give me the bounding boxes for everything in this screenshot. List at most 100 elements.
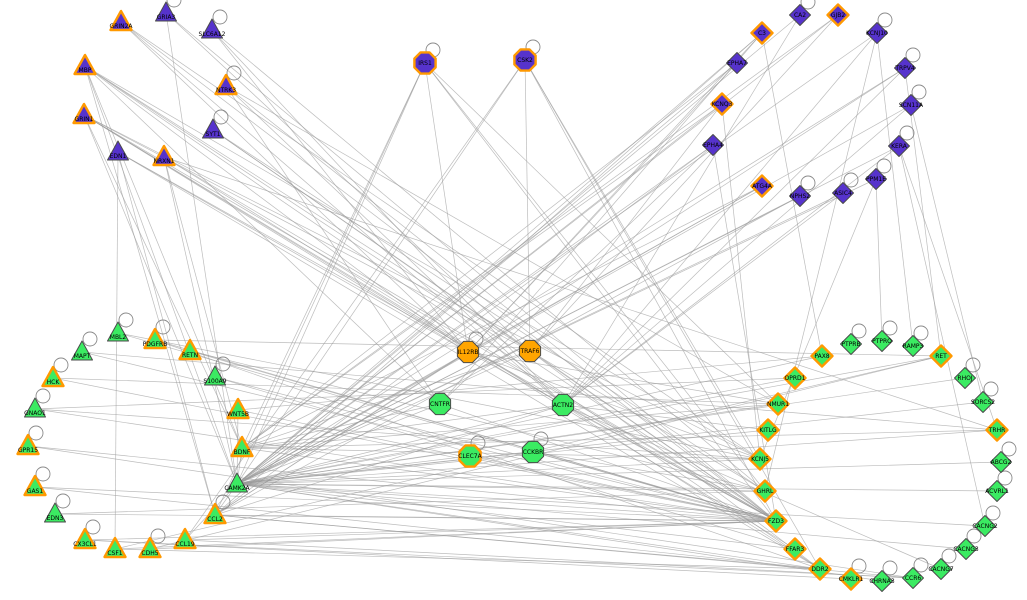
node-CCL2[interactable] xyxy=(203,502,227,525)
node-CSK2[interactable] xyxy=(513,48,537,72)
edge xyxy=(184,59,526,541)
node-CCKBR[interactable] xyxy=(521,440,545,464)
node-CCL19[interactable] xyxy=(173,527,197,550)
node-SCN11A[interactable] xyxy=(900,94,922,116)
node-KCNQ3[interactable] xyxy=(710,92,734,116)
node-CACNG7[interactable] xyxy=(930,558,952,580)
node-GAS1[interactable] xyxy=(23,474,47,497)
node-PPM1E[interactable] xyxy=(865,168,887,190)
node-PAX8[interactable] xyxy=(810,344,834,368)
node-KCNJ5[interactable] xyxy=(748,447,772,471)
node-GRIN2A[interactable] xyxy=(109,9,133,32)
diamond-shape-icon xyxy=(702,134,724,156)
node-IRS1[interactable] xyxy=(413,51,437,75)
node-KITLG[interactable] xyxy=(756,418,780,442)
edge xyxy=(83,114,761,460)
self-loop xyxy=(1001,441,1017,457)
node-IL12RB[interactable] xyxy=(456,340,480,364)
node-GHRL[interactable] xyxy=(753,479,777,503)
node-PTPRB[interactable] xyxy=(840,333,862,355)
edge xyxy=(241,404,564,449)
edge xyxy=(184,520,777,541)
node-GNAO1[interactable] xyxy=(24,397,46,418)
node-GRIA3[interactable] xyxy=(155,1,177,22)
node-KERA[interactable] xyxy=(888,135,910,157)
node-CA2[interactable] xyxy=(789,4,811,26)
node-EDN1[interactable] xyxy=(107,140,129,161)
node-GPR15[interactable] xyxy=(16,433,40,456)
node-CSF1[interactable] xyxy=(103,536,127,559)
edge xyxy=(562,404,821,570)
node-CACNG3[interactable] xyxy=(955,538,977,560)
node-NPHS2[interactable] xyxy=(789,185,811,207)
node-EPHA4[interactable] xyxy=(702,134,724,156)
edge xyxy=(34,408,761,460)
node-NRXN1[interactable] xyxy=(152,144,176,167)
edge xyxy=(211,29,564,406)
node-RAMP3[interactable] xyxy=(902,335,924,357)
node-DDR2[interactable] xyxy=(808,557,832,581)
node-KCNJ10[interactable] xyxy=(866,22,888,44)
diamond-shape-icon xyxy=(753,479,777,503)
edge xyxy=(84,65,761,460)
node-NTRK3[interactable] xyxy=(214,73,238,96)
node-RETN[interactable] xyxy=(178,338,202,361)
node-FZD3[interactable] xyxy=(764,509,788,533)
triangle-shape-icon xyxy=(203,502,227,525)
node-CHRNA3[interactable] xyxy=(871,570,893,592)
node-ASIC4[interactable] xyxy=(832,182,854,204)
node-label: PTPRB xyxy=(841,341,860,348)
node-TRAF6[interactable] xyxy=(518,339,542,363)
edge xyxy=(562,14,801,406)
node-PTPRO[interactable] xyxy=(871,330,893,352)
edge xyxy=(424,62,469,353)
diamond-shape-icon xyxy=(986,480,1008,502)
node-OPRD1[interactable] xyxy=(783,366,807,390)
node-ACTN2[interactable] xyxy=(551,393,575,417)
node-CNTFR[interactable] xyxy=(428,392,452,416)
node-NMUR1[interactable] xyxy=(766,392,790,416)
self-loop xyxy=(155,319,171,335)
node-MBL2[interactable] xyxy=(107,321,129,342)
node-ATG4A[interactable] xyxy=(750,174,774,198)
node-CAMK2A[interactable] xyxy=(226,472,248,493)
triangle-shape-icon xyxy=(155,1,177,22)
node-WNT5B[interactable] xyxy=(226,397,250,420)
edge xyxy=(236,483,986,527)
node-PDGFRB[interactable] xyxy=(143,327,167,350)
node-CMKLR1[interactable] xyxy=(839,567,863,591)
node-RHOJ[interactable] xyxy=(954,367,976,389)
diamond-shape-icon xyxy=(764,509,788,533)
node-ABCG2[interactable] xyxy=(990,451,1012,473)
node-HCK[interactable] xyxy=(41,365,65,388)
node-GRIN1[interactable] xyxy=(72,102,96,125)
node-CDH5[interactable] xyxy=(138,536,162,559)
node-SLC6A12[interactable] xyxy=(201,18,223,39)
node-CLEC7A[interactable] xyxy=(458,444,482,468)
self-loop xyxy=(913,325,929,341)
node-MAPT[interactable] xyxy=(71,340,93,361)
edge xyxy=(876,32,914,347)
node-S100A9[interactable] xyxy=(204,365,226,386)
node-CCR6[interactable] xyxy=(902,567,924,589)
node-C3[interactable] xyxy=(750,21,774,45)
node-MBP[interactable] xyxy=(73,53,97,76)
node-TRPV4[interactable] xyxy=(894,57,916,79)
edge xyxy=(236,461,1002,485)
node-GJB2[interactable] xyxy=(826,3,850,27)
node-EPHA7[interactable] xyxy=(726,52,748,74)
self-loop xyxy=(85,519,101,535)
edge xyxy=(163,156,564,406)
node-CACNG2[interactable] xyxy=(974,515,996,537)
node-FFAR3[interactable] xyxy=(783,537,807,561)
node-ACVRL1[interactable] xyxy=(986,480,1008,502)
node-SYT1[interactable] xyxy=(202,118,224,139)
node-EDN3[interactable] xyxy=(44,502,66,523)
node-RET[interactable] xyxy=(929,344,953,368)
node-SORCS2[interactable] xyxy=(972,391,994,413)
node-TRHR[interactable] xyxy=(985,418,1009,442)
node-BDNF[interactable] xyxy=(230,435,254,458)
node-CX3CL1[interactable] xyxy=(73,527,97,550)
